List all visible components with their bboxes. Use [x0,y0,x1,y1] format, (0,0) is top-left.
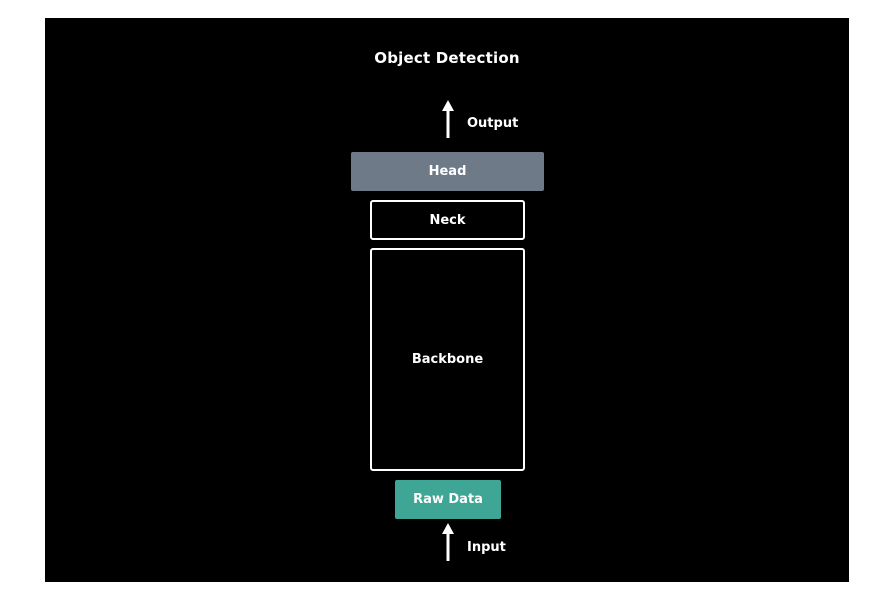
backbone-block: Backbone [370,248,525,471]
raw-data-label: Raw Data [413,492,483,507]
input-arrow-up-icon [440,523,456,563]
raw-data-block: Raw Data [395,480,501,519]
neck-label: Neck [429,212,466,228]
diagram-title: Object Detection [374,49,520,67]
neck-block: Neck [370,200,525,240]
head-block: Head [351,152,544,191]
head-label: Head [428,164,467,179]
diagram-canvas: Object Detection Output Head Neck Backbo… [45,18,849,582]
backbone-label: Backbone [411,352,484,367]
input-label: Input [467,540,506,555]
output-label: Output [467,116,519,131]
output-arrow-up-icon [440,100,456,140]
